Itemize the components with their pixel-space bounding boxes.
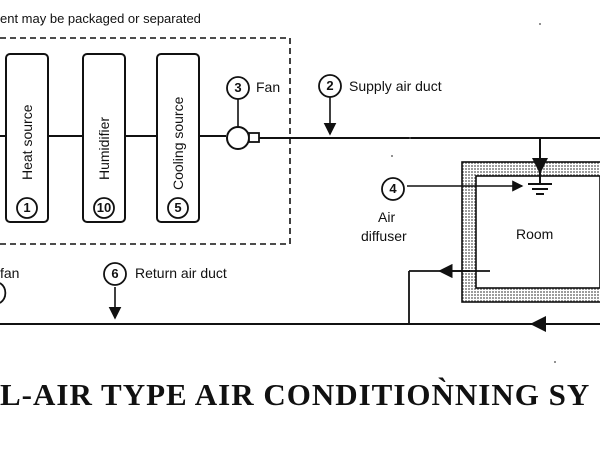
cooling-source-box bbox=[156, 53, 200, 223]
diagram-title: L-AIR TYPE AIR CONDITIOǸNING SY bbox=[0, 377, 591, 412]
diffuser-symbol bbox=[528, 183, 552, 195]
return-duct-label: Return air duct bbox=[135, 265, 227, 281]
return-duct-number: 6 bbox=[111, 266, 119, 281]
heat-source-label: Heat source bbox=[19, 104, 35, 180]
fan-symbol bbox=[226, 126, 250, 150]
fan-label: Fan bbox=[256, 79, 281, 95]
diffuser-label-line1: Air bbox=[378, 209, 396, 225]
header-note: ent may be packaged or separated bbox=[0, 11, 201, 26]
humidifier-box bbox=[82, 53, 126, 223]
heat-source-box bbox=[5, 53, 49, 223]
fan-number: 3 bbox=[234, 80, 242, 95]
return-fan-circle-fragment bbox=[0, 282, 7, 304]
humidifier-number-circle bbox=[93, 197, 115, 219]
cooling-source-number-circle bbox=[167, 197, 189, 219]
supply-duct-label: Supply air duct bbox=[349, 78, 442, 94]
supply-duct-number: 2 bbox=[326, 78, 334, 93]
room-label: Room bbox=[516, 226, 554, 242]
fan-number-circle bbox=[226, 76, 250, 100]
package-boundary bbox=[0, 37, 291, 245]
supply-duct-number-circle bbox=[318, 74, 342, 98]
heat-source-number: 1 bbox=[23, 200, 31, 215]
heat-source-number-circle bbox=[16, 197, 38, 219]
diffuser-number-circle bbox=[381, 177, 405, 201]
cooling-source-label: Cooling source bbox=[170, 96, 186, 190]
diffuser-number: 4 bbox=[389, 181, 397, 196]
return-fan-label: fan bbox=[0, 265, 20, 281]
humidifier-number: 10 bbox=[96, 200, 112, 215]
return-duct-number-circle bbox=[103, 262, 127, 286]
diffuser-label-line2: diffuser bbox=[361, 228, 407, 244]
cooling-source-number: 5 bbox=[174, 200, 182, 215]
humidifier-label: Humidifier bbox=[96, 116, 112, 180]
